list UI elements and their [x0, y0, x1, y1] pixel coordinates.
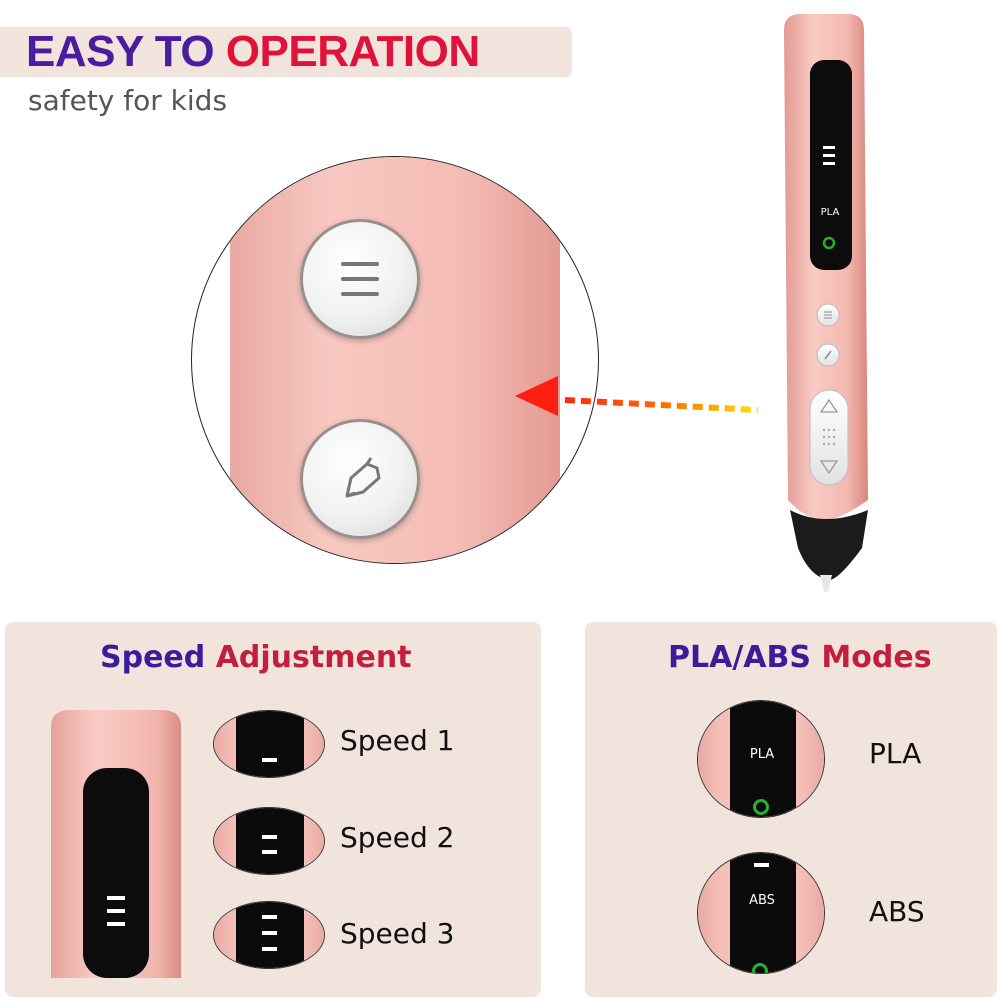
subheadline: safety for kids	[28, 84, 228, 117]
speed-2-indicator	[213, 807, 325, 875]
speed-button[interactable]	[300, 219, 420, 339]
led-ring-icon	[753, 799, 769, 815]
abs-mode-indicator: ABS	[697, 852, 825, 974]
pla-display-text: PLA	[749, 747, 775, 762]
speed-3-indicator	[213, 901, 325, 969]
menu-lines-icon	[341, 262, 379, 296]
dashed-arrow-icon	[515, 376, 759, 416]
mode-button[interactable]	[300, 419, 420, 539]
pen-closeup	[51, 710, 181, 978]
speed-1-indicator	[213, 710, 325, 778]
pen-mode-text: PLA	[821, 207, 840, 218]
pen-illustration: PLA	[784, 14, 868, 592]
pla-label: PLA	[869, 737, 922, 770]
headline-banner	[0, 27, 572, 77]
led-ring-icon	[822, 236, 836, 250]
abs-display-text: ABS	[749, 893, 775, 908]
speed-1-label: Speed 1	[340, 724, 455, 757]
modes-panel-title: PLA/ABS Modes	[668, 640, 932, 675]
arrow-up-icon	[819, 398, 839, 413]
speed-3-label: Speed 3	[340, 917, 455, 950]
arrow-down-icon	[819, 460, 839, 475]
headline-part-2: OPERATION	[225, 27, 480, 76]
abs-label: ABS	[869, 895, 925, 928]
pla-mode-indicator: PLA	[697, 700, 825, 818]
speed-2-label: Speed 2	[340, 821, 455, 854]
headline: EASY TO OPERATION	[26, 27, 480, 77]
led-ring-icon	[752, 963, 768, 973]
zoom-detail-circle	[191, 156, 599, 564]
headline-part-1: EASY TO	[26, 27, 226, 76]
speed-panel-title: Speed Adjustment	[100, 640, 412, 675]
pencil-icon	[345, 457, 381, 498]
